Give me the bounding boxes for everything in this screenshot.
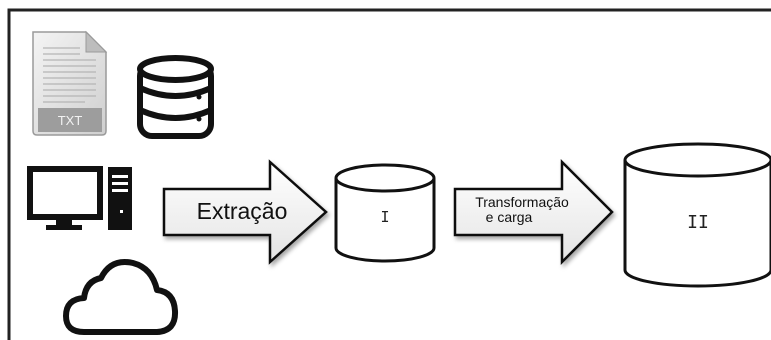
staging-cylinder bbox=[334, 163, 436, 263]
txt-file-icon: TXT bbox=[32, 30, 108, 136]
frame-border bbox=[7, 8, 771, 340]
transformation-label-line2: e carga bbox=[486, 209, 533, 225]
database-icon bbox=[137, 55, 214, 139]
warehouse-cylinder bbox=[623, 142, 771, 288]
desktop-computer-icon bbox=[27, 166, 132, 230]
extraction-arrow bbox=[162, 159, 328, 265]
warehouse-label: II bbox=[687, 212, 709, 233]
transformation-label-line1: Transformação bbox=[475, 194, 569, 210]
staging-label: I bbox=[380, 208, 389, 226]
extraction-label: Extração bbox=[197, 198, 288, 224]
transformation-arrow bbox=[453, 158, 614, 266]
txt-file-label: TXT bbox=[58, 113, 83, 128]
cloud-icon bbox=[63, 259, 179, 335]
